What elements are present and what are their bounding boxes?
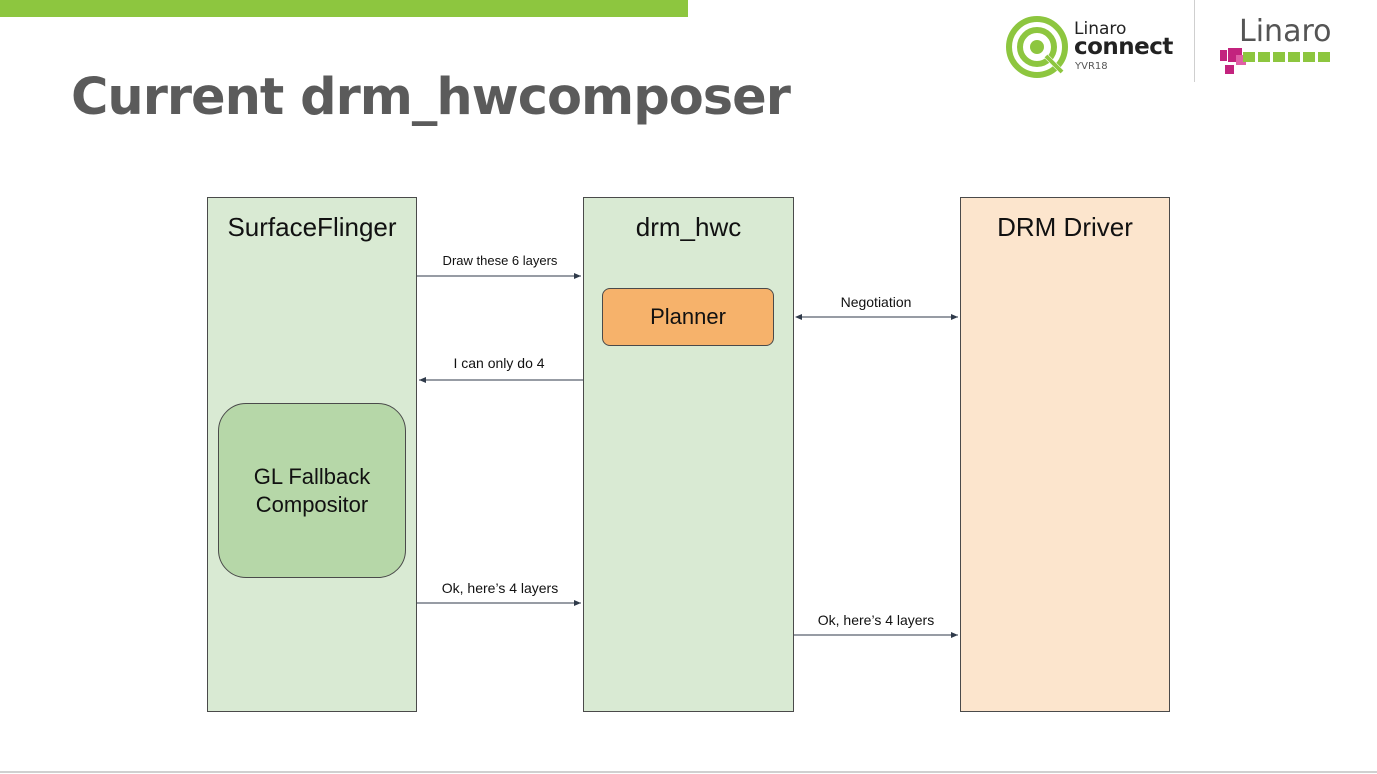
msg-draw-layers: Draw these 6 layers — [442, 253, 558, 268]
drm-hwc-label: drm_hwc — [635, 212, 742, 242]
drm-driver-column: DRM Driver — [960, 197, 1170, 712]
slide-bottom-border — [0, 771, 1377, 773]
surfaceflinger-label: SurfaceFlinger — [227, 212, 397, 242]
planner-box: Planner — [602, 288, 774, 346]
planner-label: Planner — [650, 304, 726, 329]
gl-fallback-compositor-box: GL Fallback Compositor — [218, 403, 406, 578]
linaro-squares-icon — [1220, 48, 1330, 74]
connect-logo-line1: Linaro — [1074, 19, 1127, 39]
gl-fallback-label-line1: GL Fallback — [253, 463, 371, 489]
msg-only-four: I can only do 4 — [453, 355, 545, 371]
top-accent-bar — [0, 0, 688, 17]
linaro-connect-logo: Linaro connect YVR18 — [1004, 14, 1174, 80]
gl-fallback-label-line2: Compositor — [255, 491, 369, 517]
msg-ok-four-sf: Ok, here’s 4 layers — [441, 580, 559, 596]
connect-logo-event: YVR18 — [1075, 61, 1108, 72]
drm-driver-label: DRM Driver — [997, 212, 1133, 242]
connect-q-icon — [1006, 16, 1068, 78]
drm-hwc-column: drm_hwc — [583, 197, 794, 712]
msg-negotiation: Negotiation — [840, 294, 912, 310]
msg-ok-four-drm: Ok, here’s 4 layers — [817, 612, 935, 628]
connect-logo-line2: connect — [1074, 34, 1173, 60]
slide-title: Current drm_hwcomposer — [71, 68, 791, 127]
linaro-logo: Linaro — [1216, 14, 1342, 80]
logo-divider — [1194, 0, 1195, 82]
linaro-logo-text: Linaro — [1239, 14, 1332, 49]
